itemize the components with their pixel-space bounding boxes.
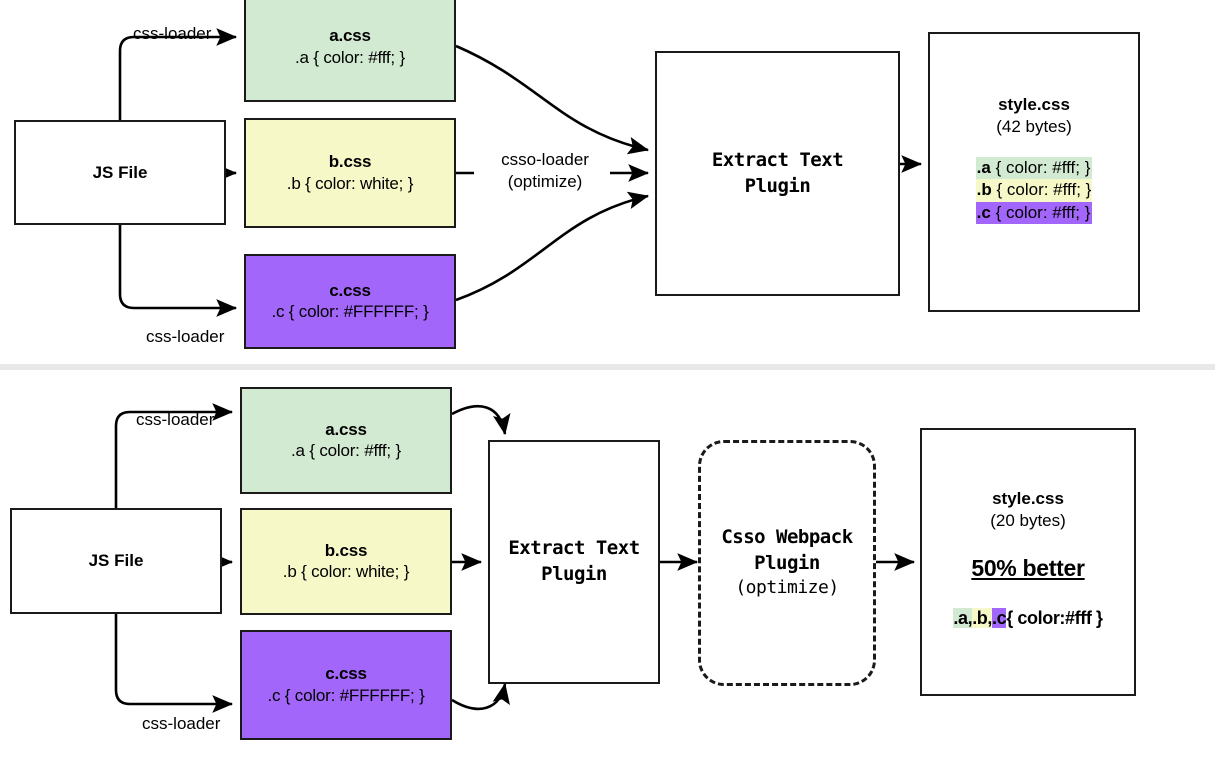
top-file-rule-c: .c { color: #FFFFFF; } [271,302,429,322]
top-file-rule-b: .b { color: white; } [286,173,414,193]
bottom-result-rule-body: { color:#fff } [1006,608,1103,629]
top-js-file-box: JS File [14,120,226,225]
bottom-optimizer-line2: Plugin [754,551,820,574]
bottom-result-size: (20 bytes) [990,511,1066,531]
bottom-file-box-a-css: a.css .a { color: #fff; } [240,387,452,494]
bottom-js-file-box: JS File [10,508,222,614]
top-csso-loader-line2: (optimize) [507,172,583,192]
bottom-result-sel-b: .b, [972,608,992,629]
top-file-box-a-css: a.css .a { color: #fff; } [244,0,456,102]
bottom-extract-text-plugin-box: Extract Text Plugin [488,440,660,684]
bottom-file-rule-a: .a { color: #fff; } [291,441,401,461]
bottom-plugin-line1: Extract Text [508,537,640,560]
top-file-box-b-css: b.css .b { color: white; } [244,118,456,228]
bottom-file-name-a: a.css [325,419,367,439]
bottom-css-loader-label-2: css-loader [142,714,221,733]
top-js-file-label: JS File [92,162,148,182]
top-plugin-line1: Extract Text [711,148,844,171]
bottom-optimizer-line3: (optimize) [735,577,839,599]
bottom-csso-webpack-plugin-box: Csso Webpack Plugin (optimize) [698,440,876,686]
bottom-file-name-b: b.css [324,540,368,560]
bottom-result-one-line-rule: .a,.b,.c{ color:#fff } [953,608,1103,629]
top-plugin-line2: Plugin [744,174,811,197]
section-divider [0,364,1215,370]
top-css-loader-label-2: css-loader [146,327,225,346]
bottom-file-rule-c: .c { color: #FFFFFF; } [267,685,425,705]
top-file-rule-a: .a { color: #fff; } [295,47,405,67]
top-result-rule-a: .a { color: #fff; } [975,157,1093,180]
bottom-file-box-c-css: c.css .c { color: #FFFFFF; } [240,630,452,740]
bottom-file-box-b-css: b.css .b { color: white; } [240,508,452,615]
bottom-result-title: style.css [992,489,1064,508]
top-csso-loader-line1: csso-loader [501,150,589,169]
top-result-rule-c-selector: .c [976,202,991,222]
top-result-size: (42 bytes) [996,117,1072,137]
top-file-name-b: b.css [328,152,372,172]
top-result-style-css-box: style.css (42 bytes) .a { color: #fff; }… [928,32,1140,312]
bottom-result-style-css-box: style.css (20 bytes) 50% better .a,.b,.c… [920,428,1136,696]
bottom-file-name-c: c.css [325,664,367,684]
top-result-rule-b: .b { color: #fff; } [975,179,1093,202]
bottom-plugin-line2: Plugin [541,563,607,585]
bottom-js-file-label: JS File [88,551,144,570]
bottom-file-rule-b: .b { color: white; } [282,562,410,582]
top-extract-text-plugin-box: Extract Text Plugin [655,51,900,296]
bottom-result-sel-c: .c [992,608,1007,629]
top-file-box-c-css: c.css .c { color: #FFFFFF; } [244,254,456,349]
bottom-result-sel-a: .a, [953,608,973,629]
bottom-css-loader-label-1: css-loader [136,410,215,429]
top-file-name-a: a.css [329,26,371,46]
bottom-result-improvement-badge: 50% better [971,555,1085,582]
top-file-name-c: c.css [329,280,371,300]
top-result-rule-a-body: { color: #fff; } [990,158,1091,178]
top-css-loader-label-1: css-loader [133,24,212,43]
top-result-rule-b-selector: .b [976,180,992,200]
top-result-rule-a-selector: .a [976,158,991,178]
top-result-title: style.css [998,95,1070,114]
top-csso-loader-label: csso-loader (optimize) [480,149,610,194]
top-result-rule-b-body: { color: #fff; } [991,180,1092,200]
top-result-rule-list: .a { color: #fff; } .b { color: #fff; } … [975,157,1093,225]
bottom-optimizer-line1: Csso Webpack [721,526,853,549]
top-result-rule-c: .c { color: #fff; } [975,201,1093,225]
top-result-rule-c-body: { color: #fff; } [990,202,1091,222]
